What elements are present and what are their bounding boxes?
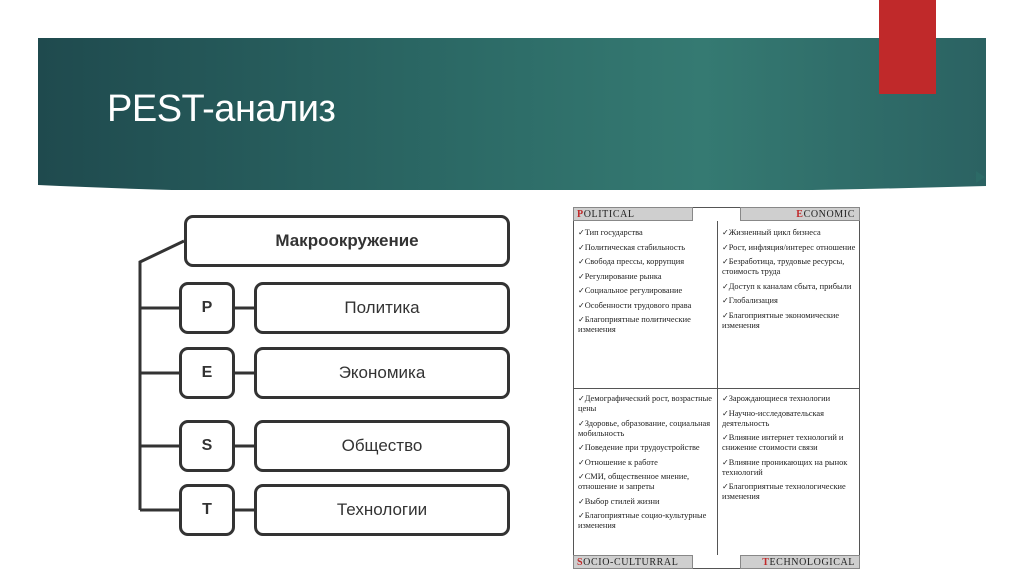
socio-cultural-factors: Демографический рост, возрастные цены Зд… (578, 394, 714, 536)
label-economy: Экономика (338, 363, 426, 382)
list-item: Выбор стилей жизни (578, 497, 714, 507)
macro-environment-box: Макроокружение (184, 215, 510, 267)
list-item: Благоприятные экономические изменения (722, 311, 856, 331)
header-economic-rest: CONOMIC (803, 209, 855, 220)
list-item: Безработица, трудовые ресурсы, стоимость… (722, 257, 856, 277)
label-box-economy: Экономика (254, 347, 510, 399)
header-economic-initial: E (796, 209, 804, 220)
list-item: СМИ, общественное мнение, отношение и за… (578, 472, 714, 492)
label-technology: Технологии (336, 500, 428, 519)
list-item: Особенности трудового права (578, 301, 714, 311)
list-item: Социальное регулирование (578, 286, 714, 296)
header-political-initial: P (577, 209, 584, 220)
list-item: Свобода прессы, коррупция (578, 257, 714, 267)
list-item: Влияние проникающих на рынок технологий (722, 458, 856, 478)
list-item: Рост, инфляция/интерес отношение (722, 243, 856, 253)
list-item: Демографический рост, возрастные цены (578, 394, 714, 414)
header-socio-initial: S (577, 557, 584, 568)
banner-curve-decoration (38, 185, 986, 210)
triangle-marker-icon (976, 171, 985, 183)
header-socio-rest: OCIO-CULTURRAL (583, 557, 679, 568)
letter-box-t: T (179, 484, 235, 536)
header-technological: TECHNOLOGICAL (740, 555, 860, 569)
technological-factors: Зарождающиеся технологии Научно-исследов… (722, 394, 856, 507)
letter-s: S (201, 437, 213, 454)
letter-box-p: P (179, 282, 235, 334)
list-item: Тип государства (578, 228, 714, 238)
list-item: Политическая стабильность (578, 243, 714, 253)
letter-t: T (202, 501, 212, 518)
list-item: Здоровье, образование, социальная мобиль… (578, 419, 714, 439)
list-item: Жизненный цикл бизнеса (722, 228, 856, 238)
header-tech-initial: T (762, 557, 770, 568)
matrix-horizontal-divider (574, 388, 859, 389)
list-item: Благоприятные социо-культурные изменения (578, 511, 714, 531)
header-tech-rest: ECHNOLOGICAL (769, 557, 855, 568)
label-box-politics: Политика (254, 282, 510, 334)
letter-p: P (201, 299, 213, 316)
list-item: Отношение к работе (578, 458, 714, 468)
list-item: Научно-исследовательская деятельность (722, 409, 856, 429)
label-politics: Политика (344, 298, 420, 317)
economic-factors: Жизненный цикл бизнеса Рост, инфляция/ин… (722, 228, 856, 335)
list-item: Регулирование рынка (578, 272, 714, 282)
label-box-society: Общество (254, 420, 510, 472)
label-society: Общество (341, 436, 423, 455)
list-item: Доступ к каналам сбыта, прибыли (722, 282, 856, 292)
letter-box-e: E (179, 347, 235, 399)
list-item: Глобализация (722, 296, 856, 306)
list-item: Влияние интернет технологий и снижение с… (722, 433, 856, 453)
header-socio-cultural: SOCIO-CULTURRAL (573, 555, 693, 569)
political-factors: Тип государства Политическая стабильност… (578, 228, 714, 340)
list-item: Поведение при трудоустройстве (578, 443, 714, 453)
header-political-rest: OLITICAL (583, 209, 635, 220)
list-item: Благоприятные политические изменения (578, 315, 714, 335)
red-accent-tab (879, 0, 936, 94)
macro-environment-label: Макроокружение (275, 231, 419, 250)
letter-e: E (201, 364, 213, 381)
list-item: Благоприятные технологические изменения (722, 482, 856, 502)
label-box-technology: Технологии (254, 484, 510, 536)
list-item: Зарождающиеся технологии (722, 394, 856, 404)
letter-box-s: S (179, 420, 235, 472)
title-banner (38, 38, 986, 190)
header-political: POLITICAL (573, 207, 693, 221)
header-economic: ECONOMIC (740, 207, 860, 221)
slide-title: PEST-анализ (107, 88, 336, 130)
